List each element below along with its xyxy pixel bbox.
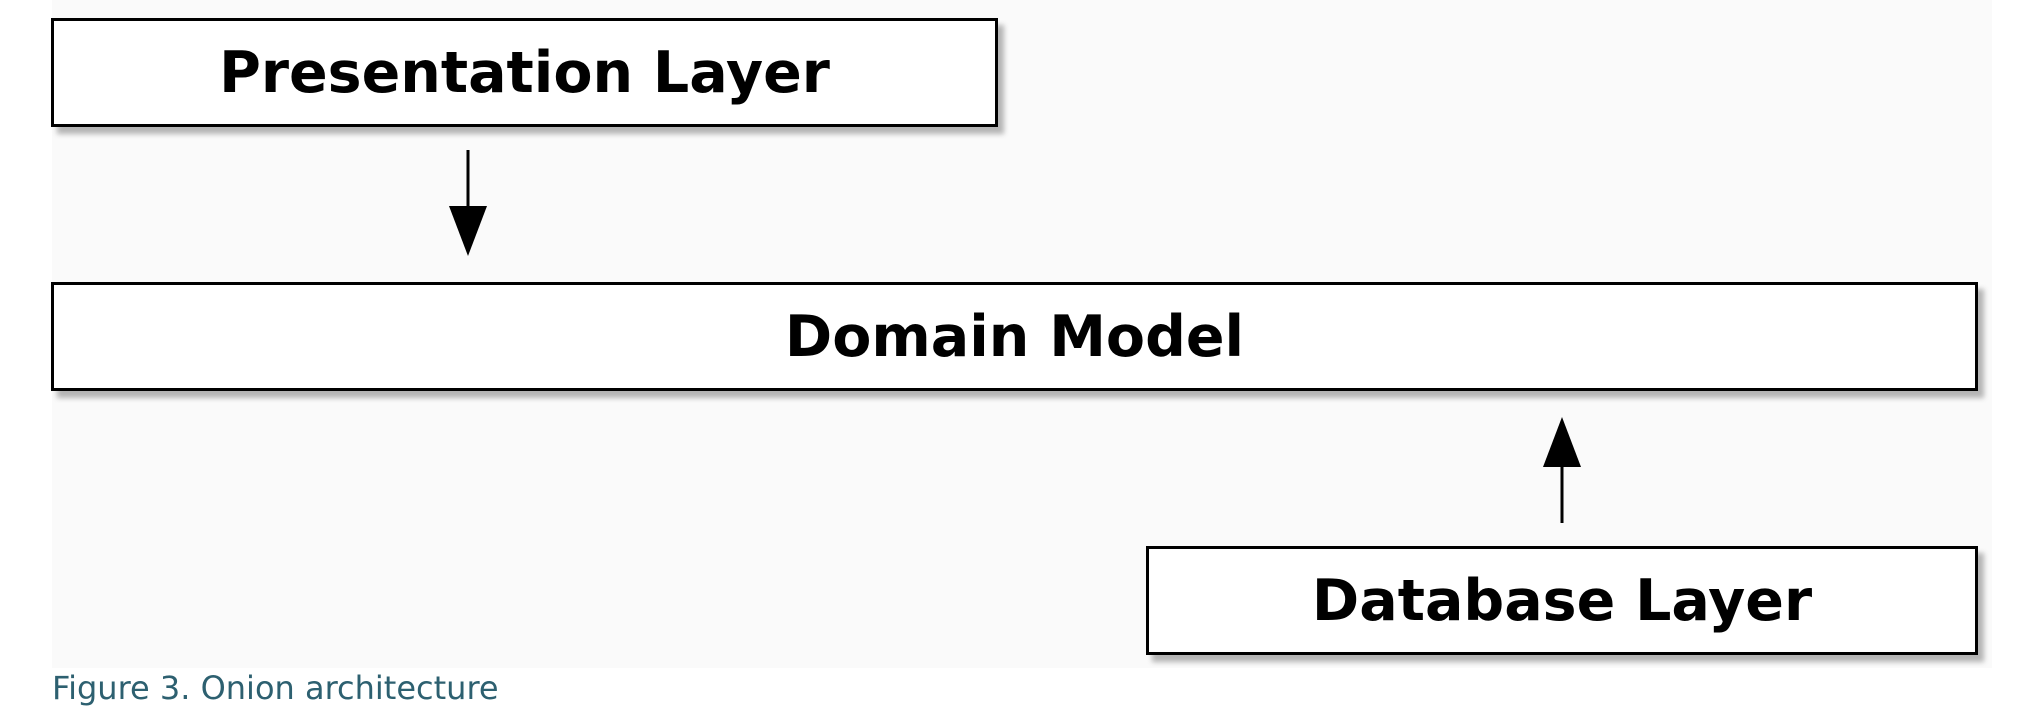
domain-model-box: Domain Model (51, 282, 1978, 391)
presentation-layer-label: Presentation Layer (219, 39, 830, 106)
presentation-layer-box: Presentation Layer (51, 18, 998, 127)
arrow-head-down (449, 206, 487, 256)
figure-caption: Figure 3. Onion architecture (52, 669, 499, 707)
database-layer-label: Database Layer (1311, 567, 1813, 634)
arrow-head-up (1543, 417, 1581, 467)
arrow-database-to-domain (1543, 417, 1581, 523)
database-layer-box: Database Layer (1146, 546, 1978, 655)
arrow-presentation-to-domain (449, 150, 487, 256)
domain-model-label: Domain Model (784, 303, 1245, 370)
